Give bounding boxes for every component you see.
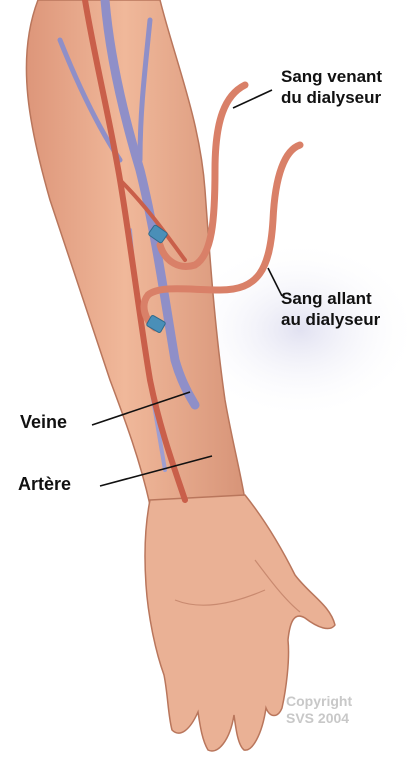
label-blood-to-dialyzer-line-2: au dialyseur	[281, 309, 380, 330]
label-blood-from-dialyzer-line-2: du dialyseur	[281, 87, 382, 108]
label-blood-from-dialyzer-line-1: Sang venant	[281, 66, 382, 87]
label-blood-from-dialyzer: Sang venant du dialyseur	[281, 66, 382, 108]
copyright-line-1: Copyright	[286, 693, 352, 710]
copyright-line-2: SVS 2004	[286, 710, 352, 727]
label-artery: Artère	[18, 474, 71, 495]
label-blood-to-dialyzer: Sang allant au dialyseur	[281, 288, 380, 330]
copyright-watermark: Copyright SVS 2004	[286, 693, 352, 727]
label-blood-to-dialyzer-line-1: Sang allant	[281, 288, 380, 309]
label-vein: Veine	[20, 412, 67, 433]
